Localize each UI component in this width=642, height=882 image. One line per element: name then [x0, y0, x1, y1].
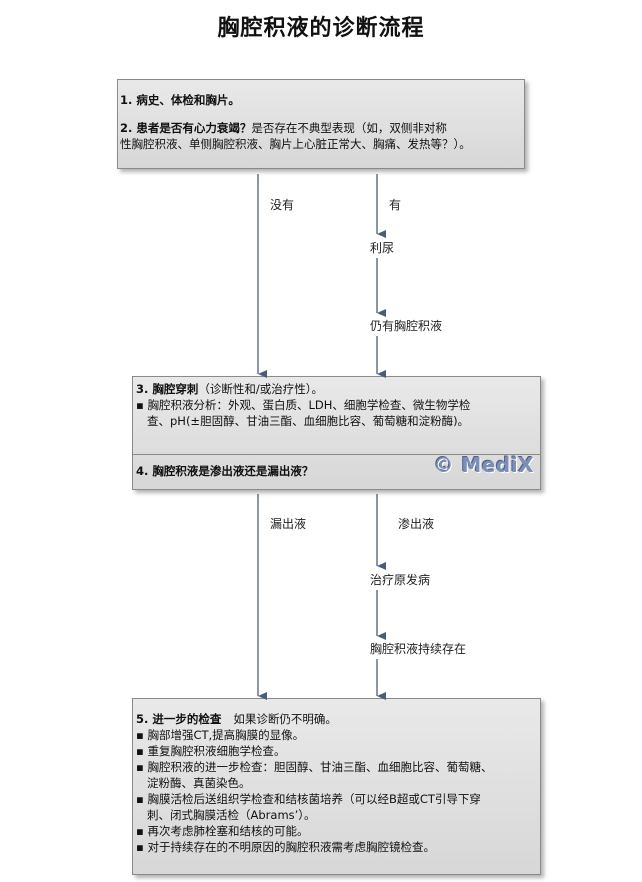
heart-failure-question-cont: 性胸腔积液、单侧胸腔积液、胸片上心脏正常大、胸痛、发热等？）。 [120, 137, 471, 151]
heart-failure-question-rest: 是否存在不典型表现（如，双侧非对称 [251, 121, 447, 135]
further-tests-box: 5. 进一步的检查如果诊断仍不明确。 ▪ 胸部增强CT,提高胸膜的显像。 ▪ 重… [132, 698, 541, 875]
further-test-item-cont: 淀粉酶、真菌染色。 [147, 776, 251, 790]
further-tests-heading-bold: 5. 进一步的检查 [136, 712, 222, 726]
fluid-analysis-line2: 查、pH(±胆固醇、甘油三酯、血细胞比容、葡萄糖和淀粉酶)。 [147, 414, 470, 428]
thoracentesis-heading-bold: 3. 胸腔穿刺 [136, 382, 199, 396]
further-test-item: ▪ 胸部增强CT,提高胸膜的显像。 [136, 728, 305, 742]
branch-yes-label: 有 [389, 198, 402, 212]
further-test-item: ▪ 胸腔积液的进一步检查：胆固醇、甘油三酯、血细胞比容、葡萄糖、 [136, 760, 493, 774]
further-test-item: ▪ 再次考虑肺栓塞和结核的可能。 [136, 824, 309, 838]
further-test-item-cont: 刺、闭式胸膜活检（Abrams’）。 [147, 808, 316, 822]
branch-no-label: 没有 [270, 198, 295, 212]
page-title: 胸腔积液的诊断流程 [217, 15, 425, 41]
further-tests-heading: 5. 进一步的检查如果诊断仍不明确。 [136, 711, 538, 727]
treat-underlying-label: 治疗原发病 [370, 573, 431, 587]
thoracentesis-heading-rest: （诊断性和/或治疗性）。 [198, 382, 323, 396]
step-history-box: 1. 病史、体检和胸片。 2. 患者是否有心力衰竭？是否存在不典型表现（如，双侧… [117, 79, 525, 169]
box-divider [133, 454, 540, 455]
exudate-label: 渗出液 [398, 517, 435, 531]
heart-failure-question-bold: 2. 患者是否有心力衰竭？ [120, 121, 252, 135]
thoracentesis-heading: 3. 胸腔穿刺（诊断性和/或治疗性）。 [136, 381, 538, 397]
medix-watermark: © MediX [433, 453, 534, 477]
effusion-persists-label: 仍有胸腔积液 [370, 319, 443, 333]
transudate-label: 漏出液 [270, 517, 307, 531]
further-test-item: ▪ 重复胸腔积液细胞学检查。 [136, 744, 286, 758]
further-test-item: ▪ 对于持续存在的不明原因的胸腔积液需考虑胸腔镜检查。 [136, 840, 435, 854]
step-history-line: 1. 病史、体检和胸片。 [120, 93, 240, 107]
thoracentesis-box: 3. 胸腔穿刺（诊断性和/或治疗性）。 ▪ 胸腔积液分析：外观、蛋白质、LDH、… [132, 376, 541, 490]
exudate-question: 4. 胸腔积液是渗出液还是漏出液？ [136, 464, 314, 478]
persistent-effusion-label: 胸腔积液持续存在 [370, 642, 467, 656]
further-test-item: ▪ 胸膜活检后送组织学检查和结核菌培养（可以经B超或CT引导下穿 [136, 792, 481, 806]
fluid-analysis-line1: ▪ 胸腔积液分析：外观、蛋白质、LDH、细胞学检查、微生物学检 [136, 398, 471, 412]
further-tests-heading-rest: 如果诊断仍不明确。 [233, 712, 337, 726]
heart-failure-question: 2. 患者是否有心力衰竭？是否存在不典型表现（如，双侧非对称 [120, 120, 522, 136]
diuresis-label: 利尿 [370, 241, 395, 255]
